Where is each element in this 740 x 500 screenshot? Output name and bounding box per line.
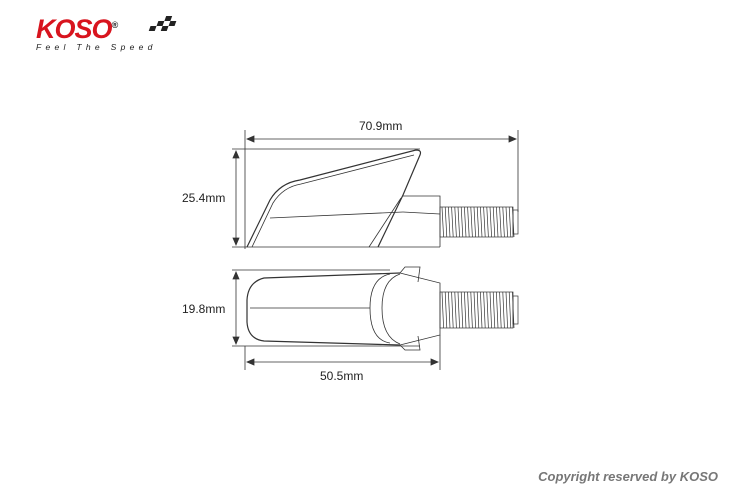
thread — [439, 291, 519, 329]
thread — [439, 206, 519, 238]
length-label: 70.9mm — [359, 119, 403, 133]
koso-logo: KOSO® Feel The Speed — [36, 12, 157, 53]
body-length-label: 50.5mm — [320, 369, 364, 383]
width-label: 19.8mm — [182, 302, 226, 316]
registered-mark: ® — [111, 20, 119, 30]
copyright: Copyright reserved by KOSO — [538, 469, 718, 484]
tagline: Feel The Speed — [36, 42, 157, 52]
side-view — [232, 130, 519, 249]
top-view — [232, 266, 519, 370]
logo-text: KOSO — [36, 14, 113, 44]
checkered-flag-icon — [148, 16, 177, 31]
height-label: 25.4mm — [182, 191, 226, 205]
